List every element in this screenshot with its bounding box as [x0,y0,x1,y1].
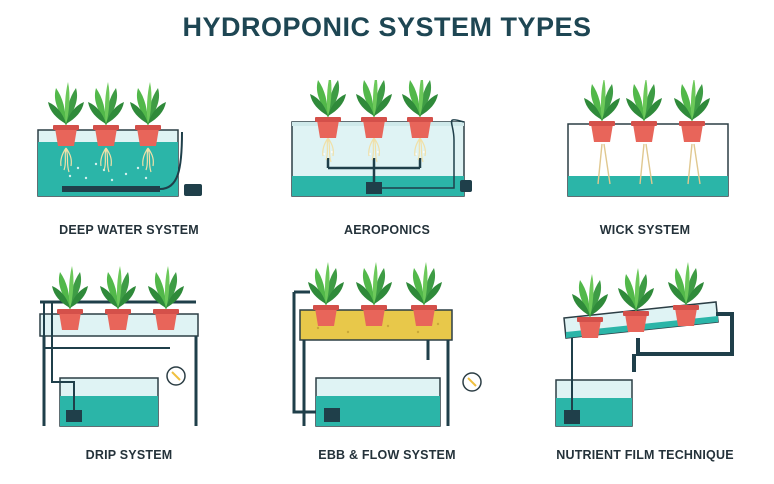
drip-system-label: DRIP SYSTEM [85,448,173,462]
aeroponics-panel: AEROPONICS [258,80,516,240]
aeroponics-illustration [291,80,472,197]
nutrient-film-technique-label: NUTRIENT FILM TECHNIQUE [556,448,734,462]
wick-system-label: WICK SYSTEM [599,223,691,237]
nutrient-film-technique-panel: NUTRIENT FILM TECHNIQUE [516,262,774,462]
ebb-flow-system-panel: EBB & FLOW SYSTEM [258,262,516,462]
ebb-flow-system-label: EBB & FLOW SYSTEM [318,448,456,462]
drip-system-panel: DRIP SYSTEM [0,262,258,462]
wick-system-panel: WICK SYSTEM [516,80,774,240]
deep-water-system-label: DEEP WATER SYSTEM [59,223,199,237]
ebb-flow-system-illustration [292,262,482,427]
deep-water-system-panel: DEEP WATER SYSTEM [0,80,258,240]
wick-system-illustration [567,80,729,197]
deep-water-system-illustration [37,82,202,197]
page-title: HYDROPONIC SYSTEM TYPES [182,12,592,42]
nutrient-film-technique-illustration [555,262,734,427]
drip-system-illustration [39,266,199,427]
aeroponics-label: AEROPONICS [343,223,431,237]
